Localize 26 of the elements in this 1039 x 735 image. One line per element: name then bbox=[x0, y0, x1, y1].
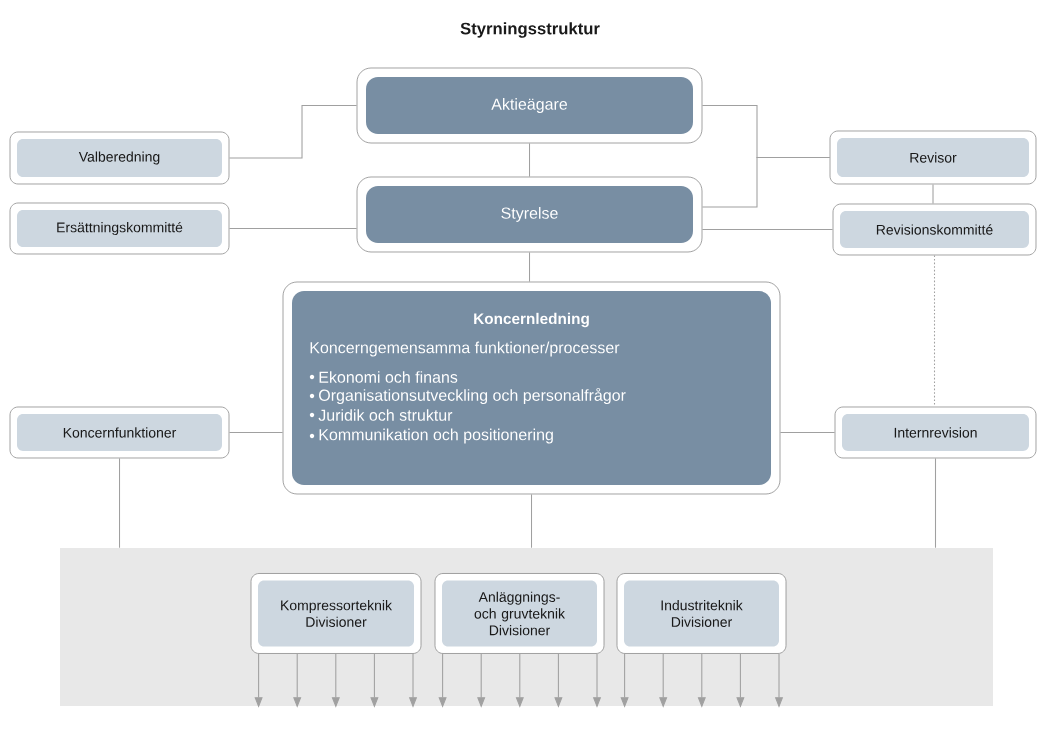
connector-line bbox=[228, 431, 284, 434]
connector-line bbox=[118, 457, 121, 549]
division-box: Kompressorteknik Divisioner bbox=[250, 573, 422, 654]
committee-box: Revisor bbox=[829, 130, 1037, 185]
connector-line bbox=[701, 156, 831, 208]
committee-box: Ersättningskommitté bbox=[9, 202, 230, 255]
connector-line bbox=[932, 183, 934, 205]
connector-line bbox=[701, 228, 834, 231]
division-box: Anläggnings- och gruvteknik Divisioner bbox=[434, 573, 605, 654]
connector-line bbox=[528, 142, 531, 178]
connector-line bbox=[228, 227, 358, 230]
connector-line bbox=[530, 493, 533, 549]
committee-box: Koncernfunktioner bbox=[9, 406, 230, 459]
connector-line bbox=[934, 457, 937, 549]
connector-line bbox=[933, 254, 936, 408]
connector-line bbox=[779, 431, 836, 434]
division-box: Industriteknik Divisioner bbox=[616, 573, 787, 654]
management-box: Koncernledning Koncerngemensamma funktioner/processer Ekonomi och finans Organisationsutveckling och personalfrågor Juridik och struktur Kommunikation och positionering bbox=[282, 281, 781, 495]
governing-box: Aktieägare bbox=[356, 67, 703, 144]
committee-box: Valberedning bbox=[9, 131, 230, 185]
governing-box: Styrelse bbox=[356, 176, 703, 253]
title: Styrningsstruktur bbox=[460, 22, 600, 38]
connector-line bbox=[528, 251, 531, 283]
committee-box: Internrevision bbox=[834, 406, 1037, 459]
connector-line bbox=[228, 104, 358, 159]
committee-box: Revisionskommitté bbox=[832, 203, 1037, 256]
